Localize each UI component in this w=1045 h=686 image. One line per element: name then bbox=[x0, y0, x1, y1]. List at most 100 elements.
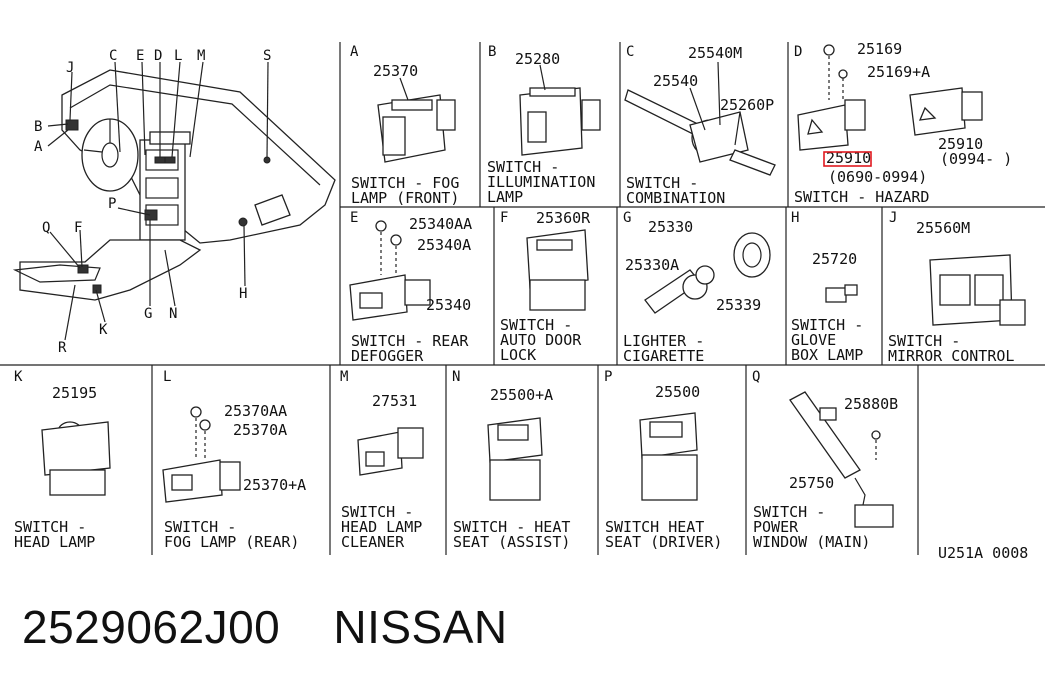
part-number: (0690-0994) bbox=[828, 168, 927, 186]
part-number: 25720 bbox=[812, 250, 857, 268]
part-number: 27531 bbox=[372, 392, 417, 410]
panel-caption-line: HEAD LAMP bbox=[341, 518, 422, 536]
overview-callout-k: K bbox=[99, 322, 108, 338]
part-drawings bbox=[41, 44, 1026, 528]
panel-letter: G bbox=[623, 210, 631, 226]
bottom-caption: 2529062J00 NISSAN bbox=[22, 600, 508, 654]
panel-caption-line: FOG LAMP (REAR) bbox=[164, 533, 299, 551]
panel-caption-line: SWITCH - bbox=[487, 158, 559, 176]
panel-caption-line: SWITCH - bbox=[791, 316, 863, 334]
part-number: 25370 bbox=[373, 62, 418, 80]
part-number: (0994- ) bbox=[940, 150, 1012, 168]
panel-caption-line: LAMP bbox=[487, 188, 523, 206]
part-number: 25360R bbox=[536, 209, 591, 227]
overview-callout-p: P bbox=[108, 196, 116, 212]
overview-callout-s: S bbox=[263, 48, 271, 64]
panel-letter: L bbox=[163, 369, 171, 385]
overview-leaders bbox=[47, 61, 269, 341]
panel-caption-line: SWITCH - bbox=[888, 332, 960, 350]
panel-letter: H bbox=[791, 210, 799, 226]
overview-callout-j: J bbox=[66, 60, 74, 76]
diagram-code: U251A 0008 bbox=[938, 544, 1028, 562]
panel-letter: M bbox=[340, 369, 348, 385]
overview-callout-e: E bbox=[136, 48, 144, 64]
part-number: 25370+A bbox=[243, 476, 306, 494]
panel-letter: N bbox=[452, 369, 460, 385]
part-number: 25500+A bbox=[490, 386, 553, 404]
panel-caption-line: CLEANER bbox=[341, 533, 405, 551]
panel-caption-line: SWITCH - HEAT bbox=[453, 518, 570, 536]
panel-letter: D bbox=[794, 44, 802, 60]
part-number: 25340 bbox=[426, 296, 471, 314]
panel-caption-line: HEAD LAMP bbox=[14, 533, 95, 551]
panel-letter: P bbox=[604, 369, 612, 385]
panel-caption-line: SEAT (ASSIST) bbox=[453, 533, 570, 551]
panel-caption-line: SWITCH - bbox=[14, 518, 86, 536]
overview-callout-b: B bbox=[34, 119, 42, 135]
panel-letter: F bbox=[500, 210, 508, 226]
part-number: 25910 bbox=[938, 135, 983, 153]
panel-letter: C bbox=[626, 44, 634, 60]
part-number: 25910 bbox=[826, 149, 871, 167]
panel-caption-line: GLOVE bbox=[791, 331, 836, 349]
grid-lines bbox=[0, 42, 1045, 555]
panel-caption-line: SWITCH - bbox=[164, 518, 236, 536]
panel-caption-line: COMBINATION bbox=[626, 189, 725, 207]
overview-callout-m: M bbox=[197, 48, 205, 64]
part-number: 25330A bbox=[625, 256, 679, 274]
panel-letter: K bbox=[14, 369, 23, 385]
panel-caption-line: BOX LAMP bbox=[791, 346, 863, 364]
overview-callout-l: L bbox=[174, 48, 182, 64]
part-number: 25560M bbox=[916, 219, 970, 237]
part-number: 25330 bbox=[648, 218, 693, 236]
part-number: 25340AA bbox=[409, 215, 472, 233]
panel-caption-line: DEFOGGER bbox=[351, 347, 424, 365]
panel-caption-line: SWITCH - bbox=[626, 174, 698, 192]
panel-letter: Q bbox=[752, 369, 760, 385]
part-number: 25169+A bbox=[867, 63, 930, 81]
part-number: 25540M bbox=[688, 44, 742, 62]
part-number: 25750 bbox=[789, 474, 834, 492]
panel-caption-line: POWER bbox=[753, 518, 799, 536]
part-number: 25280 bbox=[515, 50, 560, 68]
panel-caption-line: SWITCH HEAT bbox=[605, 518, 704, 536]
panel-caption-line: MIRROR CONTROL bbox=[888, 347, 1014, 365]
part-number: 25340A bbox=[417, 236, 471, 254]
part-number: 25370AA bbox=[224, 402, 287, 420]
panel-caption-line: SEAT (DRIVER) bbox=[605, 533, 722, 551]
panel-caption-line: ILLUMINATION bbox=[487, 173, 595, 191]
panel-caption-line: WINDOW (MAIN) bbox=[753, 533, 870, 551]
dashboard-overview bbox=[12, 69, 336, 301]
panel-c: C 25540M 25540 25260P SWITCH -COMBINATION bbox=[626, 44, 774, 207]
part-number: 25370A bbox=[233, 421, 287, 439]
overview-callout-c: C bbox=[109, 48, 117, 64]
part-number: 25500 bbox=[655, 383, 700, 401]
part-number: 25339 bbox=[716, 296, 761, 314]
panel-letter: B bbox=[488, 44, 496, 60]
part-number: 25195 bbox=[52, 384, 97, 402]
panel-caption-line: CIGARETTE bbox=[623, 347, 704, 365]
part-number: 2529062J00 bbox=[22, 601, 281, 653]
panel-caption-line: SWITCH - REAR bbox=[351, 332, 469, 350]
part-number: 25260P bbox=[720, 96, 774, 114]
overview-callout-f: F bbox=[74, 220, 82, 236]
overview-callout-q: Q bbox=[42, 220, 50, 236]
part-number: 25540 bbox=[653, 72, 698, 90]
brand-name: NISSAN bbox=[333, 601, 508, 653]
